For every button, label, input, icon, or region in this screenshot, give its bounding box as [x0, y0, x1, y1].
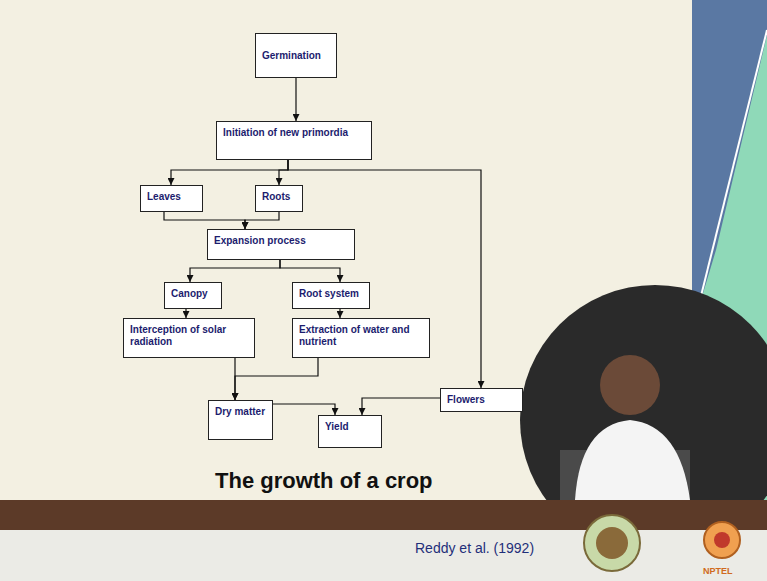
flow-arrow [190, 260, 280, 282]
start-box: Germination [255, 33, 337, 78]
node-text: Germination [262, 50, 330, 62]
presenter-body [575, 420, 690, 500]
flow-arrow [288, 160, 481, 388]
node-text: Root system [299, 288, 363, 300]
node-text: Leaves [147, 191, 196, 203]
flow-arrow [164, 212, 245, 229]
diagram-caption: The growth of a crop [215, 468, 433, 494]
process-box: Extraction of water and nutrient [292, 318, 430, 358]
organ-box: Canopy [164, 282, 222, 309]
flow-arrow [273, 404, 335, 415]
output-box: Dry matter [208, 400, 273, 440]
node-text: Dry matter [215, 406, 266, 418]
node-text: Expansion process [214, 235, 348, 247]
flow-arrow [245, 212, 279, 229]
flow-arrow [279, 160, 288, 185]
flow-arrow [339, 309, 340, 318]
logo-text: NPTEL [703, 566, 733, 576]
organ-box: Leaves [140, 185, 203, 212]
flow-arrow [185, 309, 186, 318]
institute-logo-core [596, 527, 628, 559]
nptel-logo [704, 522, 740, 558]
node-text: Extraction of water and nutrient [299, 324, 423, 348]
node-text: Interception of solar radiation [130, 324, 248, 348]
node-text: Initiation of new primordia [223, 127, 365, 139]
node-text: Flowers [447, 394, 516, 406]
side-line [700, 30, 767, 300]
output-box: Yield [318, 415, 382, 448]
node-text: Yield [325, 421, 375, 433]
flow-arrow [171, 160, 288, 185]
reference-note: Reddy et al. (1992) [415, 540, 534, 556]
organ-box: Flowers [440, 388, 523, 412]
process-box: Initiation of new primordia [216, 121, 372, 160]
organ-box: Root system [292, 282, 370, 309]
footer-bar [0, 500, 767, 530]
flow-arrow [235, 358, 318, 400]
organ-box: Roots [255, 185, 303, 212]
flow-arrow [295, 78, 296, 121]
nptel-logo-core [714, 532, 730, 548]
institute-logo [584, 515, 640, 571]
presenter-head [600, 355, 660, 415]
process-box: Expansion process [207, 229, 355, 260]
flow-arrow [362, 398, 440, 415]
flow-arrow [280, 260, 340, 282]
node-text: Canopy [171, 288, 215, 300]
node-text: Roots [262, 191, 296, 203]
footer-ground [0, 530, 767, 581]
process-box: Interception of solar radiation [123, 318, 255, 358]
